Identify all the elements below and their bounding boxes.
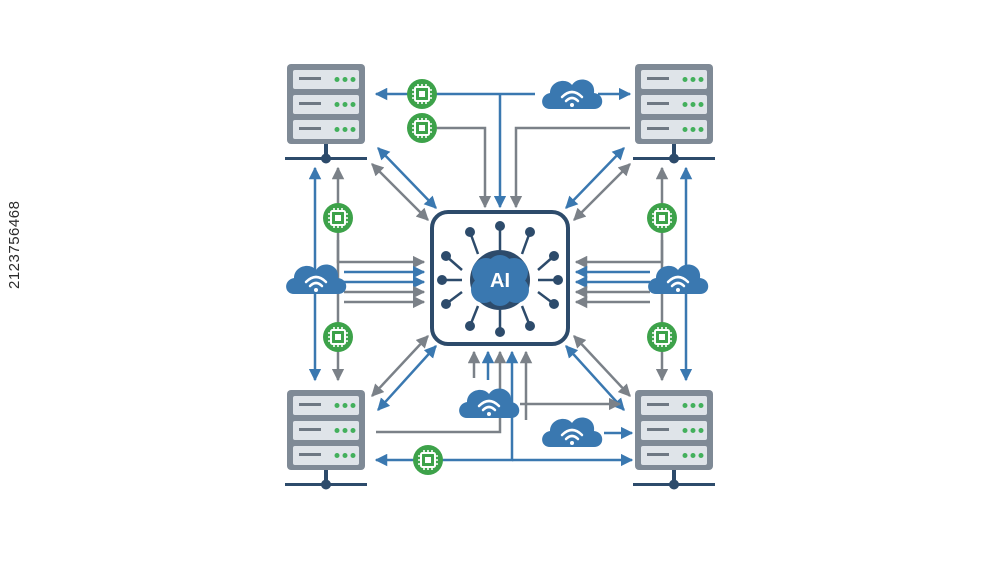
link-diag-tr-2: [573, 163, 631, 221]
chip-icon: [646, 321, 678, 353]
cloud-wifi-icon: [646, 263, 710, 296]
link-diag-bl: [377, 345, 437, 411]
side-id-container: 2123756468: [6, 201, 26, 299]
ai-label: AI: [490, 270, 510, 292]
side-id-text: 2123756468: [6, 200, 23, 289]
server-bottom-right-icon: [633, 390, 715, 490]
link-diag-br-2: [573, 335, 631, 397]
link-left-h1: [336, 240, 426, 269]
chip-icon: [406, 112, 438, 144]
cloud-wifi-icon: [540, 78, 604, 111]
cloud-wifi-icon: [457, 387, 521, 420]
link-top-mid-gray: [437, 126, 492, 209]
chip-icon: [322, 321, 354, 353]
chip-icon: [322, 202, 354, 234]
chip-icon: [412, 444, 444, 476]
chip-icon: [406, 78, 438, 110]
link-right-h1: [574, 240, 664, 269]
link-top-mid-gray-2: [509, 126, 630, 209]
server-top-right-icon: [633, 64, 715, 164]
cloud-wifi-icon: [540, 416, 604, 449]
chip-icon: [646, 202, 678, 234]
ai-brain-chip-icon: AI: [430, 210, 570, 346]
server-bottom-left-icon: [285, 390, 367, 490]
link-diag-tl-2: [371, 163, 429, 221]
link-diag-br: [565, 345, 625, 411]
server-top-left-icon: [285, 64, 367, 164]
